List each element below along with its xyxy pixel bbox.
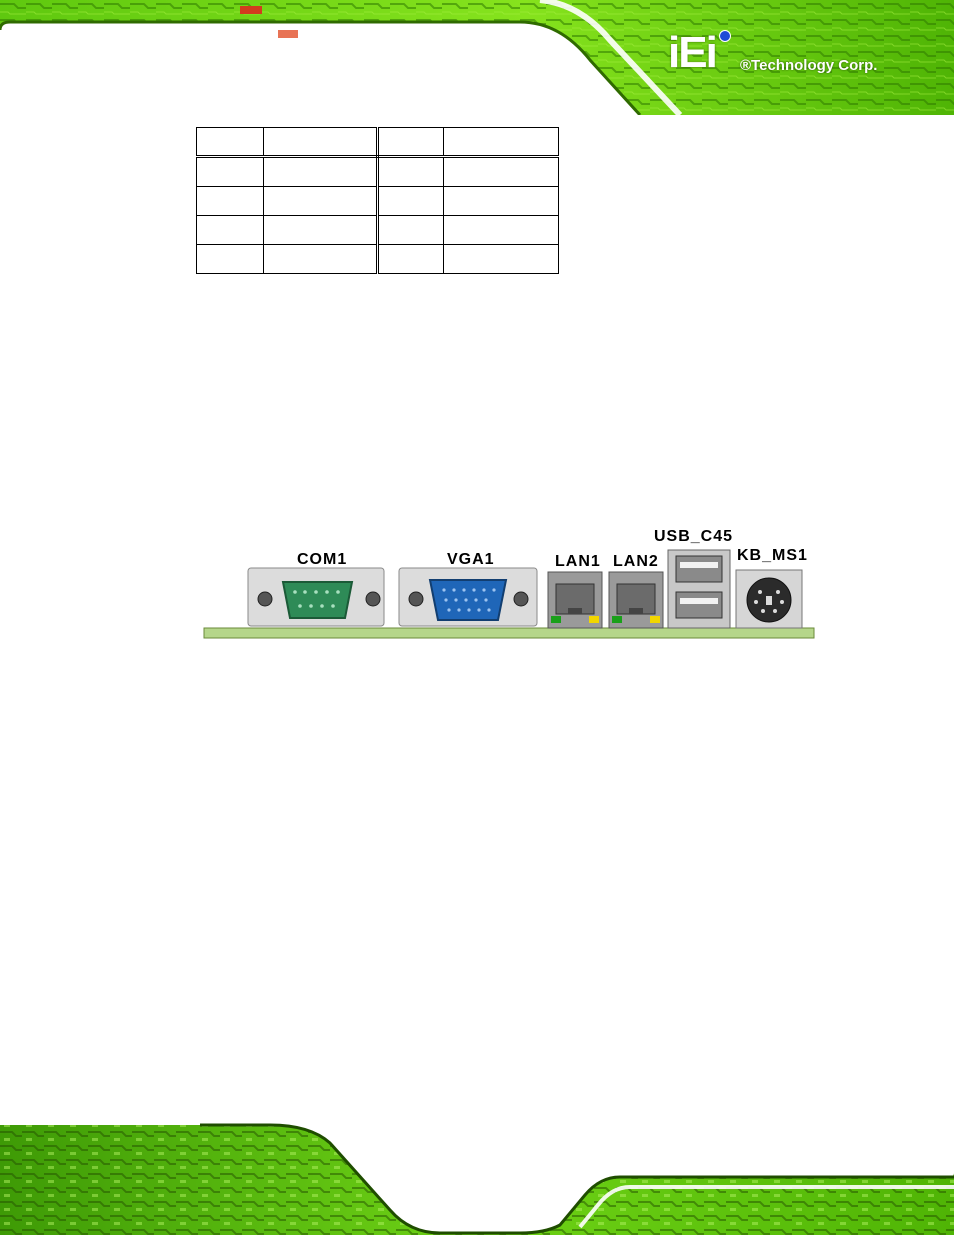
logo-dot-icon [719, 30, 731, 42]
pinout-table [196, 127, 559, 274]
table-cell [443, 215, 559, 245]
page-footer [0, 1115, 954, 1235]
table-cell [196, 215, 264, 245]
table-cell [443, 186, 559, 216]
table-cell [263, 127, 379, 158]
lan2-port [608, 571, 664, 629]
rear-panel-drawing [203, 549, 815, 639]
board-edge [203, 627, 815, 639]
table-cell [196, 186, 264, 216]
table-cell [263, 186, 379, 216]
logo-mark: iEi [668, 28, 718, 77]
ps2-port [735, 569, 803, 629]
table-row [196, 156, 559, 187]
table-cell [263, 244, 379, 274]
table-cell [377, 215, 444, 245]
lan1-label: LAN1 [555, 553, 601, 570]
table-row [196, 215, 559, 245]
kbms-label: KB_MS1 [737, 547, 808, 564]
circuit-board-banner [0, 0, 954, 118]
circuit-board-footer [0, 1115, 954, 1235]
company-logo: iEi ®Technology Corp. [668, 28, 928, 78]
lan2-label: LAN2 [613, 553, 659, 570]
table-cell [443, 244, 559, 274]
usb-ports [667, 549, 731, 629]
table-cell [377, 186, 444, 216]
usb-label: USB_C45 [654, 528, 734, 545]
table-cell [377, 127, 444, 158]
page-header: iEi ®Technology Corp. [0, 0, 954, 118]
table-cell [377, 156, 444, 187]
table-row [196, 186, 559, 216]
table-cell [196, 127, 264, 158]
lan1-port [547, 571, 603, 629]
vga1-label: VGA1 [447, 551, 495, 568]
table-cell [263, 156, 379, 187]
vga1-port [398, 567, 538, 627]
table-cell [443, 156, 559, 187]
table-cell [196, 244, 264, 274]
rear-panel-diagram: COM1 VGA1 LAN1 LAN2 USB_C45 KB_MS1 [0, 520, 954, 650]
table-cell [443, 127, 559, 158]
table-cell [263, 215, 379, 245]
com1-label: COM1 [297, 551, 348, 568]
company-name: ®Technology Corp. [740, 57, 878, 74]
com1-port [247, 567, 385, 627]
table-cell [196, 156, 264, 187]
table-cell [377, 244, 444, 274]
table-row [196, 244, 559, 274]
table-row [196, 127, 559, 158]
